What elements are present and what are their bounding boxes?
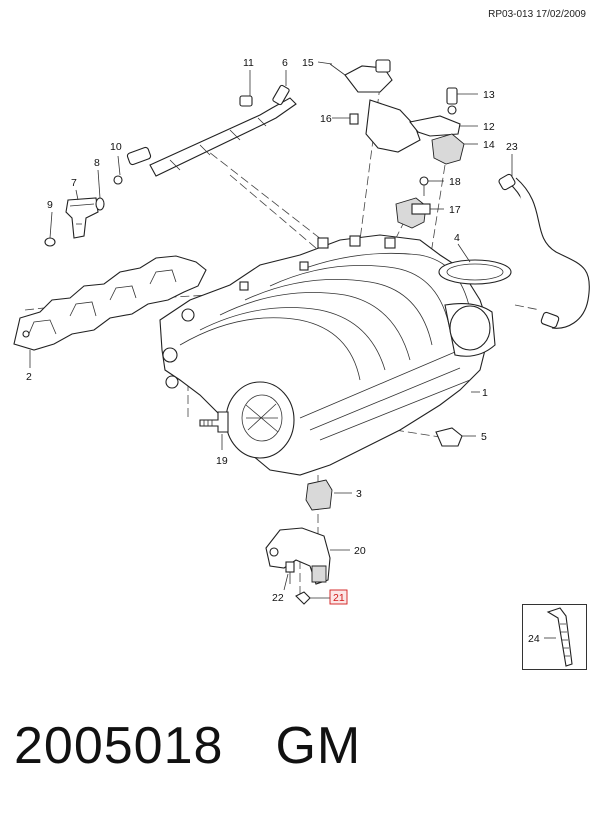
callout-2: 2 xyxy=(26,371,32,383)
callout-8: 8 xyxy=(94,157,100,169)
callout-1: 1 xyxy=(482,387,488,399)
vent-hose xyxy=(498,173,590,329)
footer-caption: 2005018 GM xyxy=(14,716,361,776)
callout-24: 24 xyxy=(528,633,540,645)
callout-3: 3 xyxy=(356,488,362,500)
screw-18 xyxy=(419,176,429,196)
cable-tie-24 xyxy=(546,607,573,667)
callout-9: 9 xyxy=(47,199,53,211)
bracket-20 xyxy=(265,527,331,585)
callout-23: 23 xyxy=(506,141,518,153)
callout-21-highlight-box xyxy=(329,589,348,605)
callout-21: 21 xyxy=(333,592,345,604)
callout-13: 13 xyxy=(483,89,495,101)
diagram-reference-date: RP03-013 17/02/2009 xyxy=(488,9,586,20)
callout-4: 4 xyxy=(454,232,460,244)
fuel-injector xyxy=(65,197,99,239)
brand-name: GM xyxy=(275,717,362,775)
callout-labels: 1 2 3 4 5 6 7 8 9 10 11 12 13 14 15 16 1… xyxy=(26,57,540,645)
intake-manifold xyxy=(159,234,496,476)
callout-12: 12 xyxy=(483,121,495,133)
intake-gasket xyxy=(13,255,207,351)
purge-valve-assembly xyxy=(329,59,465,165)
callout-7: 7 xyxy=(71,177,77,189)
callout-10: 10 xyxy=(110,141,122,153)
outlet-gasket-ring xyxy=(438,259,512,285)
intake-manifold-diagram: 1 2 3 4 5 6 7 8 9 10 11 12 13 14 15 16 1… xyxy=(13,57,590,667)
callout-17: 17 xyxy=(449,204,461,216)
callout-22: 22 xyxy=(272,592,284,604)
callout-18: 18 xyxy=(449,176,461,188)
callout-16: 16 xyxy=(320,113,332,125)
part-number: 2005018 xyxy=(14,717,224,775)
bolt-19 xyxy=(199,411,229,433)
leader-lines xyxy=(29,61,556,639)
map-sensor xyxy=(395,197,431,229)
bolt-22 xyxy=(285,561,295,584)
callout-19: 19 xyxy=(216,455,228,467)
callout-5: 5 xyxy=(481,431,487,443)
callout-11: 11 xyxy=(243,57,254,69)
callout-14: 14 xyxy=(483,139,495,151)
nut-21 xyxy=(295,591,311,605)
cable-tie-inset-frame xyxy=(522,604,587,670)
fuel-rail xyxy=(113,84,297,185)
clip-5 xyxy=(435,427,463,447)
isolator-mount-3 xyxy=(305,479,333,511)
callout-15: 15 xyxy=(302,57,314,69)
callout-6: 6 xyxy=(282,57,288,69)
callout-20: 20 xyxy=(354,545,366,557)
